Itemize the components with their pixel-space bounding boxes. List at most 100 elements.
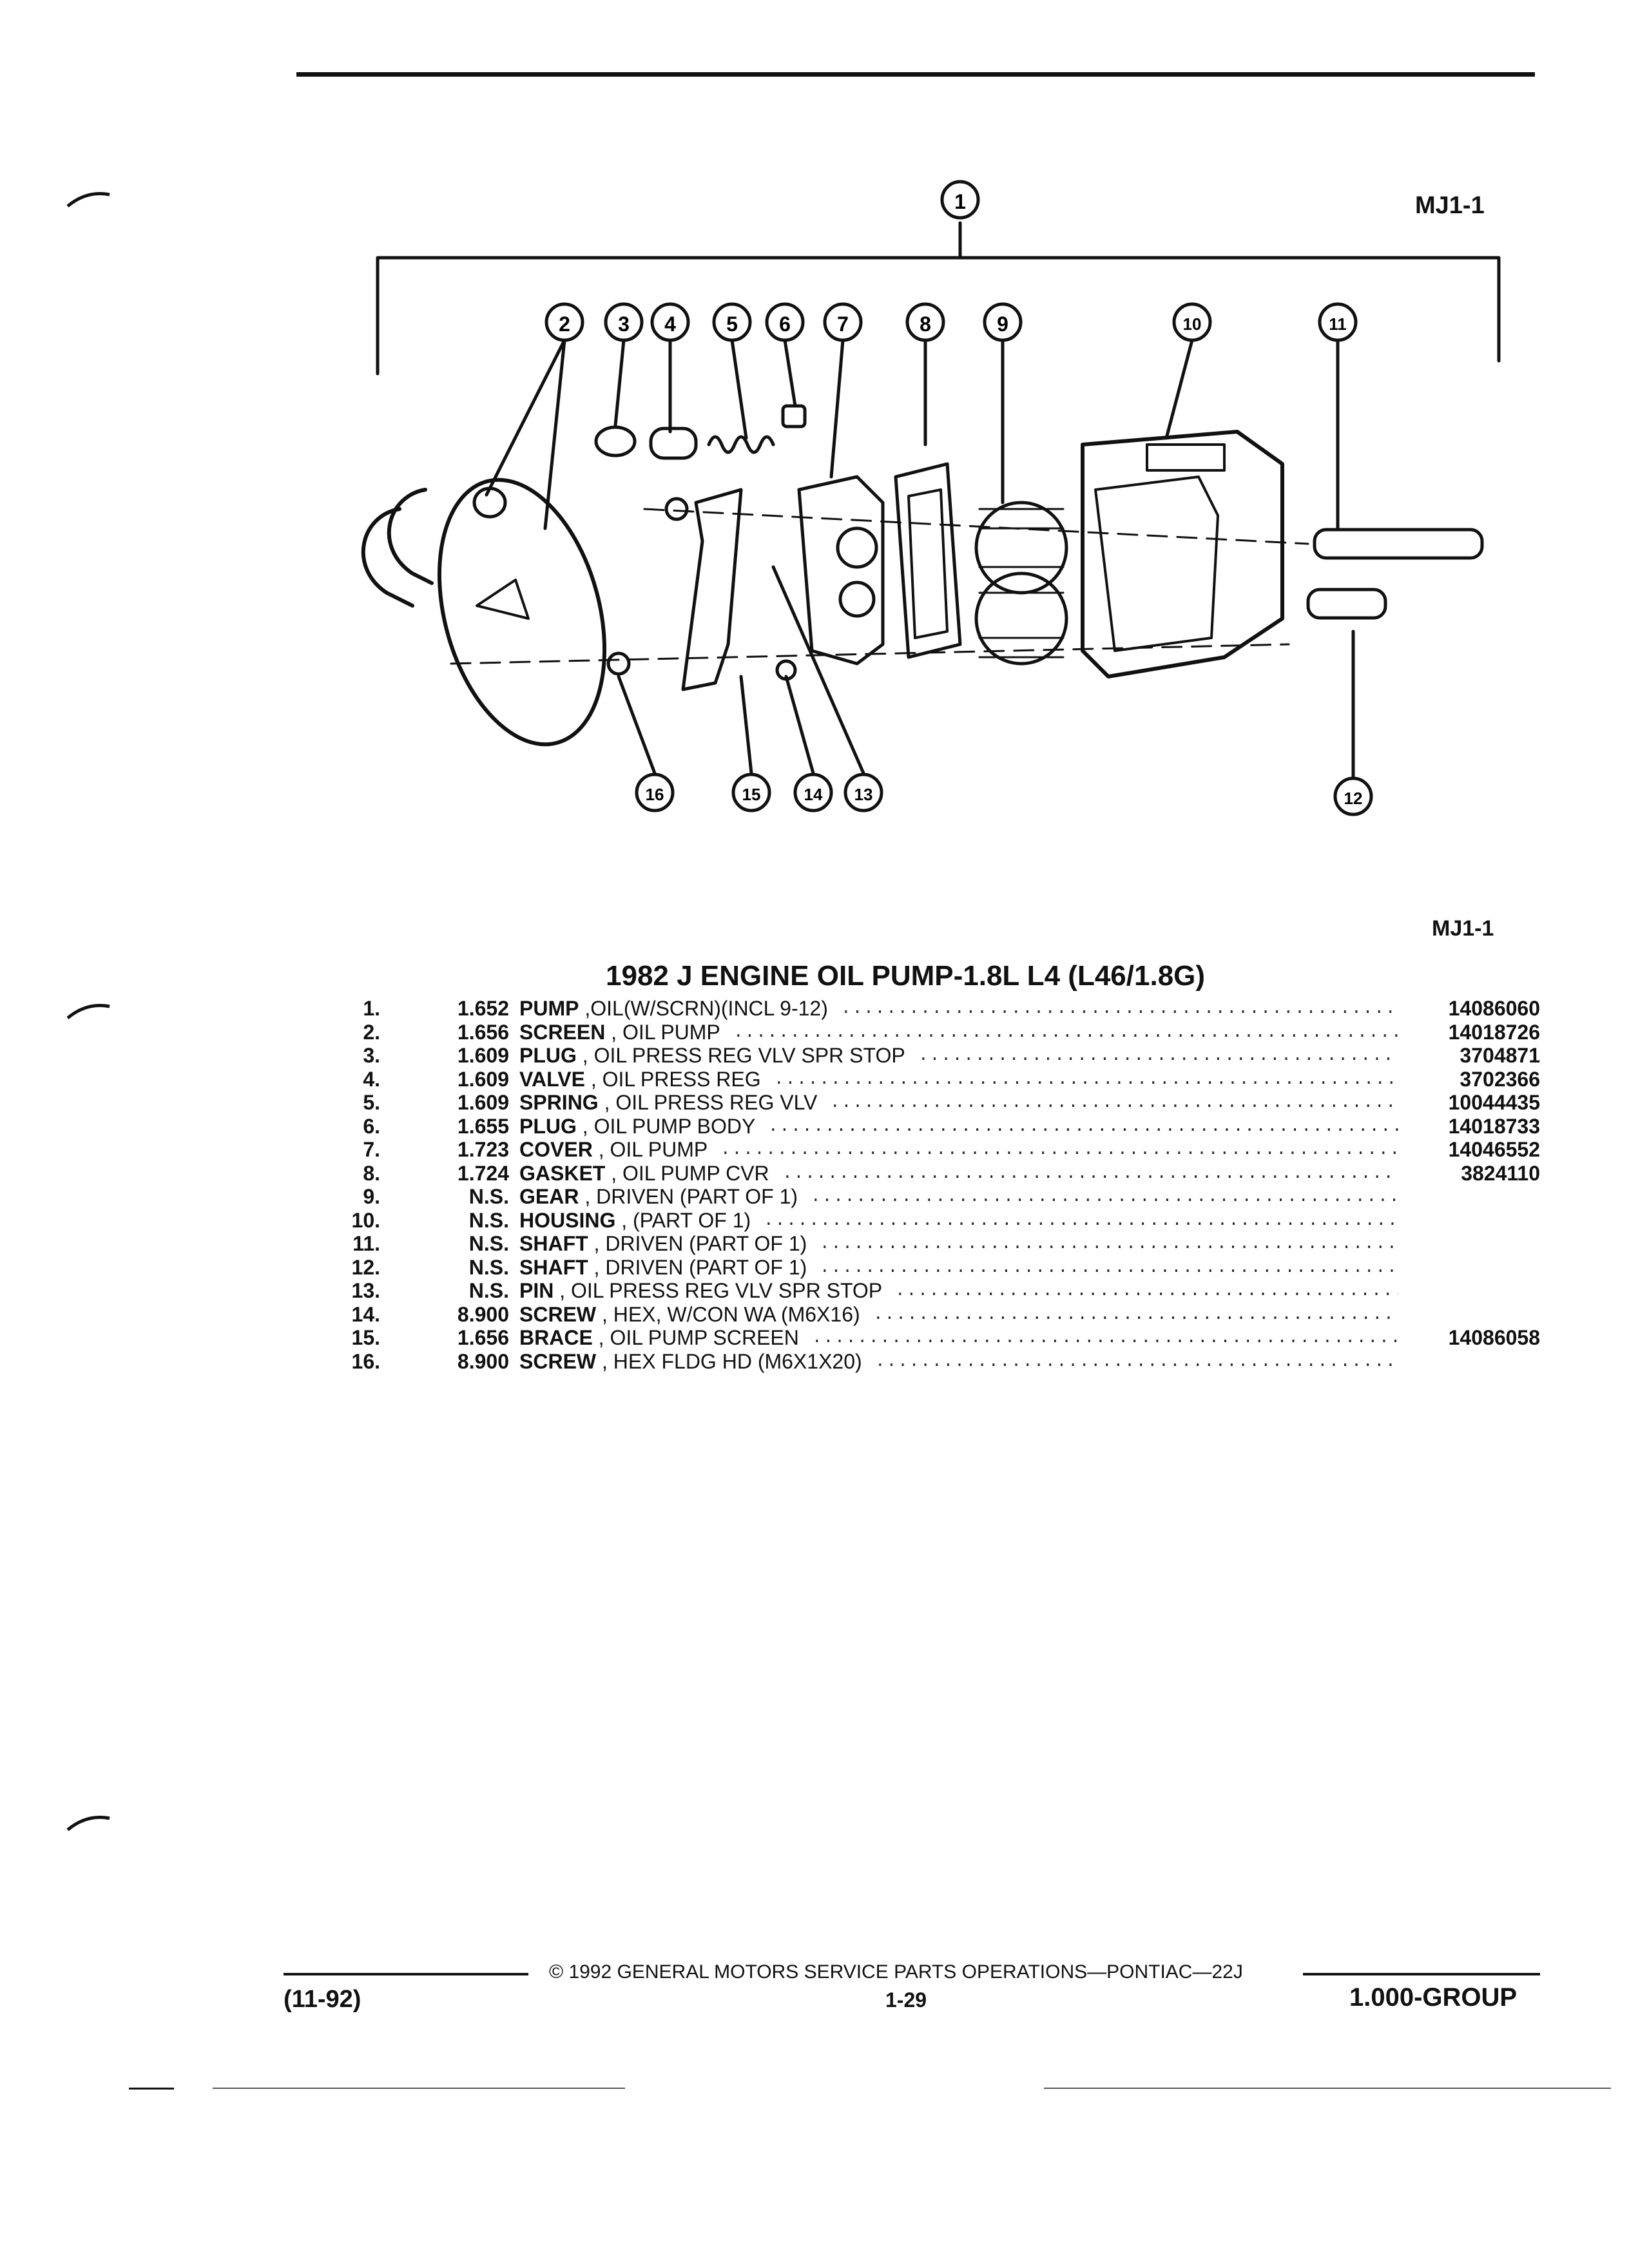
part-number: 10044435 xyxy=(1448,1091,1540,1114)
part-name: SHAFT xyxy=(519,1232,588,1255)
callout-12: 12 xyxy=(1333,776,1373,816)
callout-11-label: 11 xyxy=(1329,314,1347,334)
part-name: BRACE xyxy=(519,1326,593,1349)
item-number: 6. xyxy=(363,1114,380,1138)
callout-5: 5 xyxy=(712,302,752,342)
part-name: PLUG xyxy=(519,1044,577,1067)
part-detail: , OIL PUMP BODY xyxy=(576,1114,756,1138)
leader-dots: ........................................… xyxy=(812,1328,1398,1347)
group-number: N.S. xyxy=(468,1185,509,1208)
group-number: 1.609 xyxy=(457,1067,509,1091)
group-number: 1.656 xyxy=(457,1326,509,1349)
callout-9: 9 xyxy=(983,302,1023,342)
part-description: SCREEN , OIL PUMP xyxy=(519,1021,720,1043)
part-number: 14086060 xyxy=(1448,997,1540,1020)
footer-rule-left xyxy=(284,1973,528,1975)
part-detail: , OIL PRESS REG VLV xyxy=(598,1091,818,1114)
part-name: SHAFT xyxy=(519,1255,588,1279)
callout-7: 7 xyxy=(823,302,863,342)
group-number: 8.900 xyxy=(457,1302,509,1326)
callout-3-label: 3 xyxy=(618,312,630,336)
group-number: 1.609 xyxy=(457,1044,509,1067)
part-description: SHAFT , DRIVEN (PART OF 1) xyxy=(519,1256,807,1278)
assembly-bracket xyxy=(376,256,1501,376)
table-row: 11.N.S.SHAFT , DRIVEN (PART OF 1).......… xyxy=(0,1233,1629,1254)
part-name: PLUG xyxy=(519,1114,577,1138)
part-detail: , DRIVEN (PART OF 1) xyxy=(588,1232,807,1255)
callout-10: 10 xyxy=(1172,302,1212,342)
part-detail: , HEX FLDG HD (M6X1X20) xyxy=(596,1349,862,1373)
table-row: 2. 1.656 SCREEN , OIL PUMP................… xyxy=(0,1021,1629,1043)
leader-dots: ........................................… xyxy=(918,1046,1398,1065)
part-detail: , HEX, W/CON WA (M6X16) xyxy=(596,1302,860,1326)
callout-11: 11 xyxy=(1318,302,1358,342)
group-number: 1.724 xyxy=(457,1161,509,1185)
item-number: 9. xyxy=(363,1185,380,1208)
page-title: 1982 J ENGINE OIL PUMP-1.8L L4 (L46/1.8G… xyxy=(606,960,1206,992)
part-name: SCREEN xyxy=(519,1020,606,1044)
callout-4-label: 4 xyxy=(664,312,676,336)
item-number: 8. xyxy=(363,1161,380,1185)
part-number: 14018733 xyxy=(1448,1114,1540,1138)
part-detail: , OIL PRESS REG xyxy=(584,1067,761,1091)
callout-14-label: 14 xyxy=(804,785,823,804)
callout-1-label: 1 xyxy=(954,190,966,213)
part-number: 3702366 xyxy=(1460,1067,1540,1091)
group-number: 1.652 xyxy=(457,997,509,1020)
callout-14: 14 xyxy=(793,773,833,812)
part-description: PLUG , OIL PUMP BODY xyxy=(519,1115,755,1137)
callout-5-label: 5 xyxy=(726,312,738,336)
group-number: 1.656 xyxy=(457,1020,509,1044)
item-number: 2. xyxy=(363,1020,380,1044)
callout-9-label: 9 xyxy=(997,312,1008,336)
part-name: GEAR xyxy=(519,1185,579,1208)
footer-rule-right xyxy=(1303,1973,1540,1975)
item-number: 15. xyxy=(351,1326,380,1349)
oil-pump-exploded-diagram: 1 2 3 4 5 6 7 8 9 10 11 12 xyxy=(361,180,1501,816)
callout-8: 8 xyxy=(905,302,945,342)
table-row: 12.N.S.SHAFT , DRIVEN (PART OF 1).......… xyxy=(0,1256,1629,1278)
part-name: HOUSING xyxy=(519,1208,616,1232)
group-number: N.S. xyxy=(468,1279,509,1302)
bottom-rule-3 xyxy=(1044,2088,1611,2089)
item-number: 12. xyxy=(351,1255,380,1279)
item-number: 13. xyxy=(351,1279,380,1302)
callout-15: 15 xyxy=(731,773,771,812)
leader-dots: ........................................… xyxy=(873,1304,1398,1324)
footer-page-number: 1-29 xyxy=(885,1988,927,2012)
callout-1: 1 xyxy=(940,180,980,220)
group-number: 1.609 xyxy=(457,1091,509,1114)
part-number: 3824110 xyxy=(1461,1161,1540,1185)
callout-10-label: 10 xyxy=(1183,314,1202,334)
part-detail: , (PART OF 1) xyxy=(615,1208,751,1232)
callout-13-label: 13 xyxy=(854,785,873,804)
callout-16: 16 xyxy=(635,773,675,812)
part-description: SCREW , HEX FLDG HD (M6X1X20) xyxy=(519,1350,862,1372)
part-name: PIN xyxy=(519,1279,554,1302)
part-detail: , OIL PRESS REG VLV SPR STOP xyxy=(554,1279,883,1302)
part-detail: , OIL PUMP CVR xyxy=(605,1161,769,1185)
part-name: PUMP xyxy=(519,997,579,1020)
margin-mark-1 xyxy=(66,191,110,207)
part-number: 14018726 xyxy=(1448,1020,1540,1044)
part-number: 14086058 xyxy=(1448,1326,1540,1349)
callout-12-label: 12 xyxy=(1344,789,1363,808)
group-number: N.S. xyxy=(468,1232,509,1255)
part-description: BRACE , OIL PUMP SCREEN xyxy=(519,1327,799,1349)
part-name: VALVE xyxy=(519,1067,585,1091)
callout-4: 4 xyxy=(650,302,690,342)
item-number: 10. xyxy=(351,1208,380,1232)
leader-dots: ........................................… xyxy=(733,1022,1398,1042)
leader-dots: ........................................… xyxy=(875,1351,1398,1371)
group-number: N.S. xyxy=(468,1255,509,1279)
part-description: SPRING , OIL PRESS REG VLV xyxy=(519,1091,817,1113)
part-detail: , OIL PUMP xyxy=(605,1020,720,1044)
leader-dots: ........................................… xyxy=(720,1140,1398,1159)
